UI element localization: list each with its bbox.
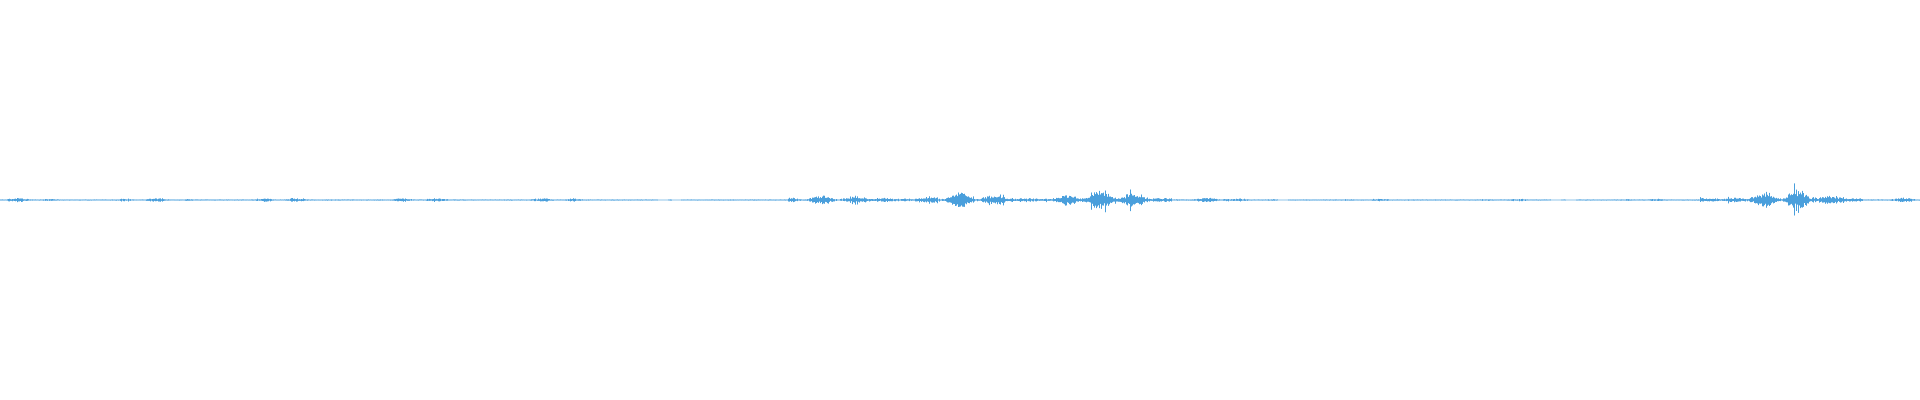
waveform-signal <box>0 183 1920 216</box>
